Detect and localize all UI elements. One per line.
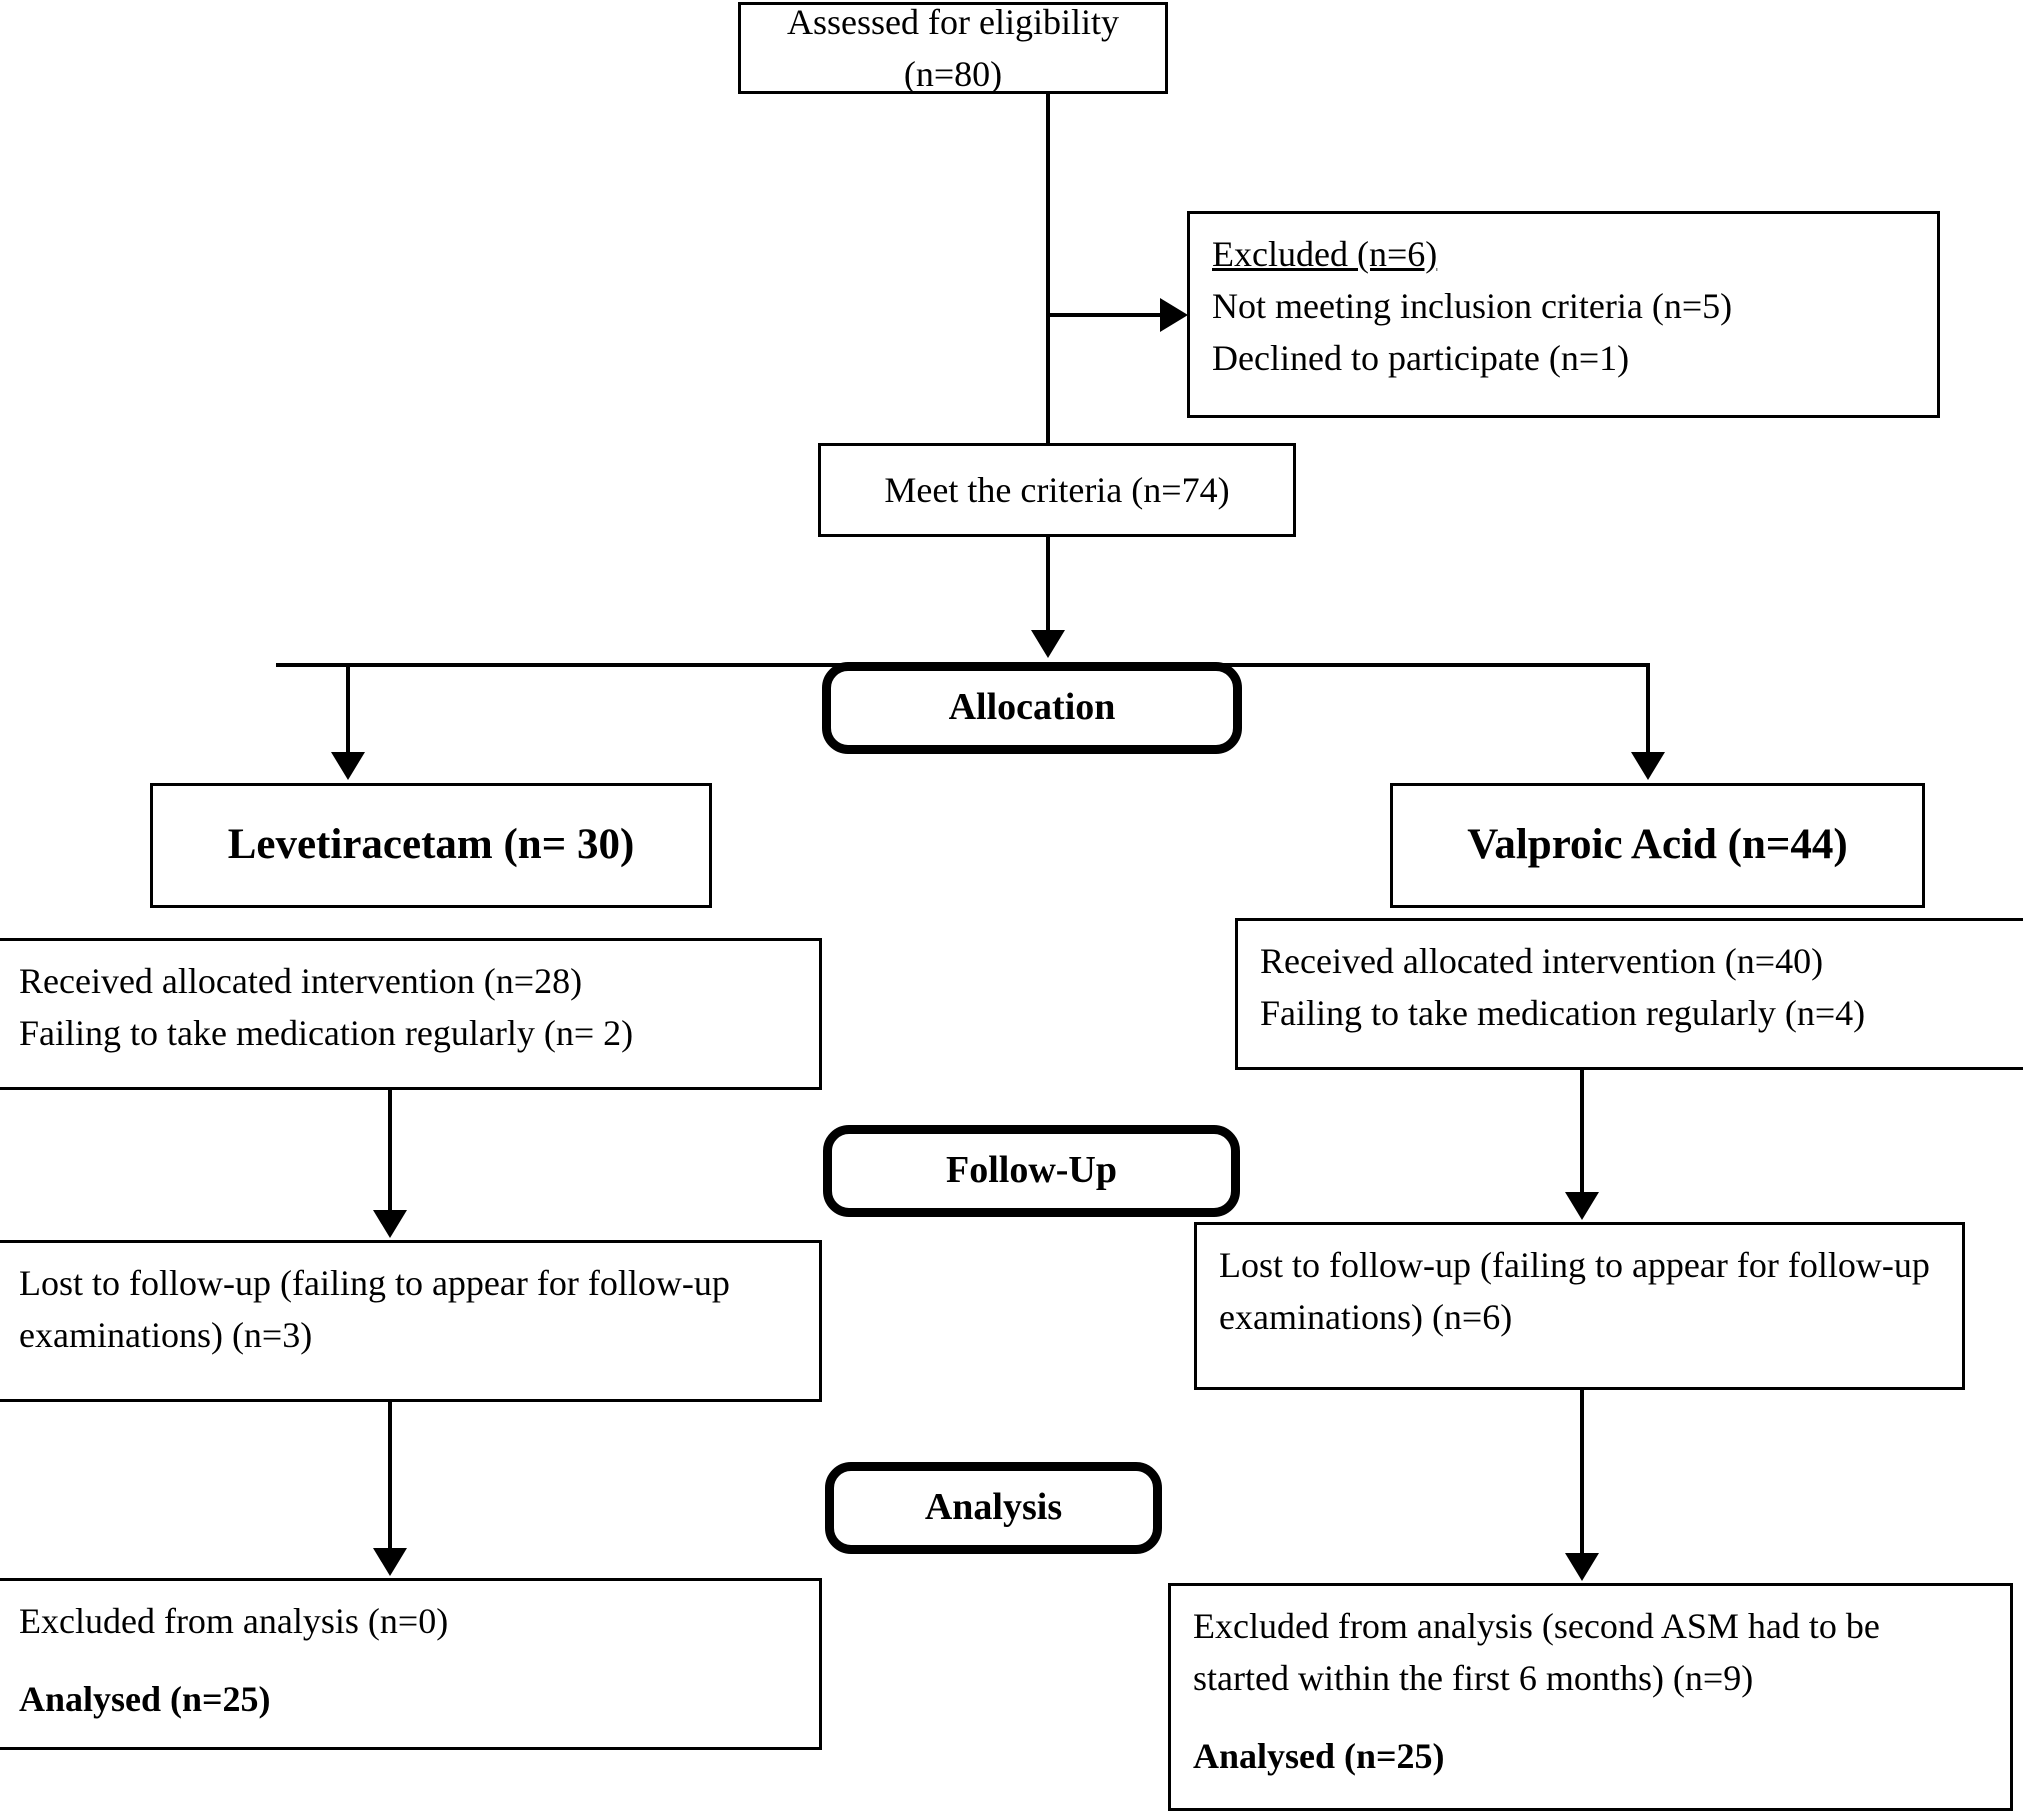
connector-right-allocation-to-followup xyxy=(1580,1070,1584,1195)
left-analysed-label: Analysed (n=25) xyxy=(19,1679,271,1720)
node-group-levetiracetam: Levetiracetam (n= 30) xyxy=(150,783,712,908)
arrowhead-left-followup xyxy=(373,1210,407,1238)
right-allocation-line-1: Received allocated intervention (n=40) xyxy=(1260,941,1824,981)
excluded-reason-2: Declined to participate (n=1) xyxy=(1212,338,1630,379)
node-assessed-for-eligibility: Assessed for eligibility (n=80) xyxy=(738,2,1168,94)
node-group-valproic-acid: Valproic Acid (n=44) xyxy=(1390,783,1925,908)
arrowhead-to-excluded xyxy=(1160,298,1188,332)
stage-analysis-label: Analysis xyxy=(924,1486,1063,1529)
node-left-lost-to-followup: Lost to follow-up (failing to appear for… xyxy=(0,1240,822,1402)
valproic-acid-label: Valproic Acid (n=44) xyxy=(1467,821,1848,869)
levetiracetam-label: Levetiracetam (n= 30) xyxy=(227,821,635,869)
left-followup-line-1: Lost to follow-up (failing to appear for… xyxy=(19,1263,730,1303)
connector-to-excluded xyxy=(1046,313,1164,317)
node-right-allocation-detail: Received allocated intervention (n=40) F… xyxy=(1235,918,2023,1070)
connector-criteria-to-allocation xyxy=(1046,537,1050,637)
node-excluded: Excluded (n=6) Not meeting inclusion cri… xyxy=(1187,211,1940,418)
right-analysis-line-2: started within the first 6 months) (n=9) xyxy=(1193,1658,1754,1699)
connector-split-left xyxy=(346,663,350,755)
arrowhead-left-analysis xyxy=(373,1548,407,1576)
left-analysis-spacer xyxy=(19,1647,797,1673)
arrowhead-to-valproic-acid xyxy=(1631,752,1665,780)
excluded-reason-1: Not meeting inclusion criteria (n=5) xyxy=(1212,286,1733,327)
excluded-heading: Excluded (n=6) xyxy=(1212,234,1438,274)
node-right-analysis: Excluded from analysis (second ASM had t… xyxy=(1168,1583,2013,1811)
stage-analysis: Analysis xyxy=(825,1462,1162,1554)
right-analysed-label: Analysed (n=25) xyxy=(1193,1736,1445,1777)
stage-allocation-label: Allocation xyxy=(948,686,1116,729)
arrowhead-right-followup xyxy=(1565,1192,1599,1220)
left-analysis-line-1: Excluded from analysis (n=0) xyxy=(19,1601,449,1641)
connector-assessed-to-criteria xyxy=(1046,94,1050,446)
connector-split-right xyxy=(1646,663,1650,755)
arrowhead-to-allocation xyxy=(1031,630,1065,658)
assessed-label: Assessed for eligibility (n=80) xyxy=(787,1,1119,94)
right-analysis-line-1: Excluded from analysis (second ASM had t… xyxy=(1193,1606,1880,1646)
connector-left-followup-to-analysis xyxy=(388,1402,392,1550)
stage-allocation: Allocation xyxy=(822,662,1242,754)
left-followup-line-2: examinations) (n=3) xyxy=(19,1315,313,1356)
connector-right-followup-to-analysis xyxy=(1580,1390,1584,1558)
left-allocation-line-1: Received allocated intervention (n=28) xyxy=(19,961,583,1001)
right-followup-line-2: examinations) (n=6) xyxy=(1219,1297,1513,1338)
arrowhead-to-levetiracetam xyxy=(331,752,365,780)
stage-follow-up-label: Follow-Up xyxy=(946,1149,1117,1192)
node-meet-the-criteria: Meet the criteria (n=74) xyxy=(818,443,1296,537)
right-analysis-spacer xyxy=(1193,1704,1988,1730)
left-allocation-line-2: Failing to take medication regularly (n=… xyxy=(19,1013,634,1054)
meet-criteria-label: Meet the criteria (n=74) xyxy=(884,469,1230,510)
node-left-allocation-detail: Received allocated intervention (n=28) F… xyxy=(0,938,822,1090)
stage-follow-up: Follow-Up xyxy=(823,1125,1240,1217)
connector-left-allocation-to-followup xyxy=(388,1090,392,1215)
node-left-analysis: Excluded from analysis (n=0) Analysed (n… xyxy=(0,1578,822,1750)
node-right-lost-to-followup: Lost to follow-up (failing to appear for… xyxy=(1194,1222,1965,1390)
arrowhead-right-analysis xyxy=(1565,1553,1599,1581)
right-followup-line-1: Lost to follow-up (failing to appear for… xyxy=(1219,1245,1930,1285)
right-allocation-line-2: Failing to take medication regularly (n=… xyxy=(1260,993,1866,1034)
